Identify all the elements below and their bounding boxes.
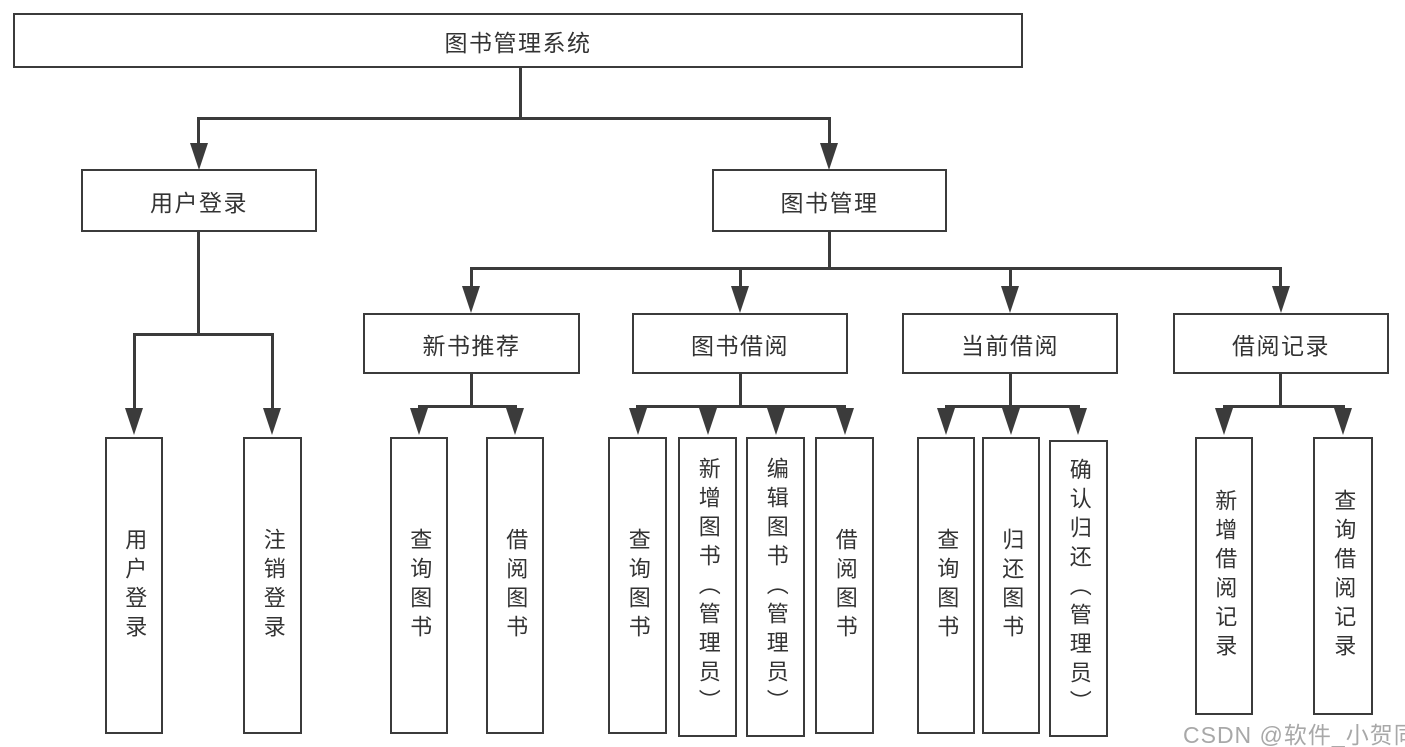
connector-level3-bar: [470, 267, 1282, 270]
connector-group-bar: [636, 405, 846, 408]
connector-group-bar: [1223, 405, 1345, 408]
connector-stub: [197, 117, 200, 146]
arrow-down: [767, 408, 785, 435]
leaf-label: 新增借阅记录: [1212, 489, 1238, 663]
arrow-down: [1001, 286, 1019, 313]
connector-stub: [1279, 267, 1282, 288]
leaf-add-borrow-record: 新增借阅记录: [1195, 437, 1253, 715]
connector-group-stem: [739, 374, 742, 407]
connector-user-login-bar: [133, 333, 274, 336]
node-new-book-recommend-label: 新书推荐: [422, 332, 521, 359]
leaf-label: 归还图书: [999, 527, 1025, 644]
connector-root-stem: [519, 66, 522, 120]
connector-level2-bar: [198, 117, 831, 120]
leaf-label: 查询图书: [407, 527, 433, 644]
leaf-query-books-recommend: 查询图书: [390, 437, 448, 734]
connector-group-bar: [418, 405, 517, 408]
leaf-label: 新增图书（管理员）: [695, 456, 721, 718]
leaf-label: 编辑图书（管理员）: [763, 456, 789, 718]
connector-stub: [1009, 267, 1012, 288]
leaf-return-books: 归还图书: [982, 437, 1040, 734]
node-user-login-label: 用户登录: [150, 189, 248, 216]
connector-stub: [271, 333, 274, 410]
leaf-confirm-return-admin: 确认归还（管理员）: [1049, 440, 1108, 737]
node-book-borrow: 图书借阅: [632, 313, 848, 374]
arrow-down: [125, 408, 143, 435]
leaf-label: 借阅图书: [832, 527, 858, 644]
node-library-system: 图书管理系统: [13, 13, 1023, 68]
node-current-borrow: 当前借阅: [902, 313, 1118, 374]
connector-user-login-stem: [197, 232, 200, 335]
node-library-system-label: 图书管理系统: [444, 29, 592, 56]
arrow-down: [1002, 408, 1020, 435]
arrow-down: [1272, 286, 1290, 313]
node-book-management: 图书管理: [712, 169, 947, 232]
leaf-add-book-admin: 新增图书（管理员）: [678, 437, 737, 737]
arrow-down: [731, 286, 749, 313]
arrow-down: [820, 143, 838, 170]
connector-stub: [133, 333, 136, 410]
leaf-query-books-current: 查询图书: [917, 437, 975, 734]
connector-group-stem: [470, 374, 473, 407]
node-borrow-records: 借阅记录: [1173, 313, 1389, 374]
leaf-borrow-books: 借阅图书: [815, 437, 874, 734]
node-current-borrow-label: 当前借阅: [961, 332, 1059, 359]
leaf-edit-book-admin: 编辑图书（管理员）: [746, 437, 805, 737]
node-book-management-label: 图书管理: [780, 189, 879, 216]
node-new-book-recommend: 新书推荐: [363, 313, 580, 374]
node-book-borrow-label: 图书借阅: [691, 332, 789, 359]
connector-stub: [470, 267, 473, 288]
leaf-label: 查询借阅记录: [1331, 489, 1357, 663]
arrow-down: [629, 408, 647, 435]
leaf-label: 查询图书: [934, 527, 960, 644]
connector-group-stem: [1009, 374, 1012, 407]
leaf-user-login: 用户登录: [105, 437, 163, 734]
arrow-down: [937, 408, 955, 435]
connector-stub: [739, 267, 742, 288]
arrow-down: [190, 143, 208, 170]
leaf-label: 查询图书: [625, 527, 651, 644]
arrow-down: [506, 408, 524, 435]
arrow-down: [1215, 408, 1233, 435]
arrow-down: [462, 286, 480, 313]
leaf-logout-label: 注销登录: [260, 527, 286, 644]
arrow-down: [699, 408, 717, 435]
connector-group-bar: [945, 405, 1080, 408]
connector-group-stem: [1279, 374, 1282, 407]
leaf-borrow-books-recommend: 借阅图书: [486, 437, 544, 734]
arrow-down: [263, 408, 281, 435]
arrow-down: [1334, 408, 1352, 435]
arrow-down: [836, 408, 854, 435]
leaf-logout: 注销登录: [243, 437, 302, 734]
connector-stub: [828, 117, 831, 146]
leaf-query-borrow-record: 查询借阅记录: [1313, 437, 1373, 715]
leaf-label: 借阅图书: [503, 527, 529, 644]
connector-book-mgmt-stem: [828, 232, 831, 270]
watermark: CSDN @软件_小贺同学: [1183, 722, 1405, 747]
leaf-query-books-borrow: 查询图书: [608, 437, 667, 734]
arrow-down: [1069, 408, 1087, 435]
arrow-down: [410, 408, 428, 435]
node-user-login: 用户登录: [81, 169, 317, 232]
node-borrow-records-label: 借阅记录: [1232, 332, 1330, 359]
leaf-label: 确认归还（管理员）: [1066, 458, 1092, 719]
leaf-user-login-label: 用户登录: [122, 527, 148, 644]
